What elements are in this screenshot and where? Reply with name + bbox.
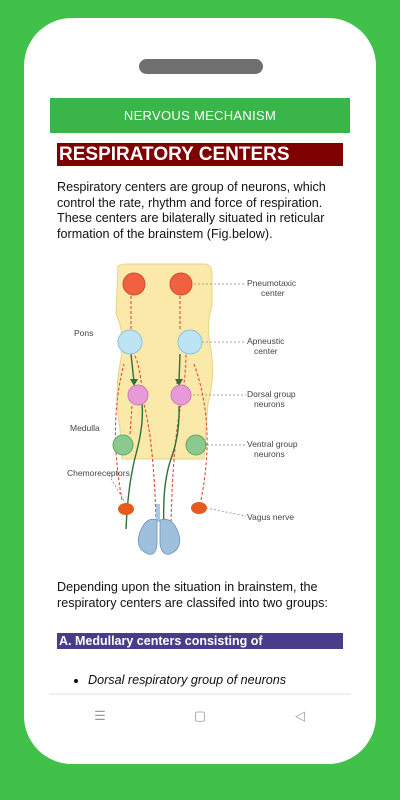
label-pons: Pons: [74, 328, 93, 338]
app-title: NERVOUS MECHANISM: [123, 108, 277, 123]
list-item: Dorsal respiratory group of neurons: [88, 673, 350, 688]
home-icon[interactable]: ▢: [193, 708, 207, 723]
dorsal-group-right: [170, 384, 192, 406]
brainstem-shape: [115, 263, 214, 460]
label-medulla: Medulla: [70, 423, 100, 433]
label-apneustic: Apneustic: [247, 336, 285, 346]
apneustic-center-right: [177, 329, 203, 355]
nav-divider: [50, 693, 350, 695]
label-ventral-2: neurons: [254, 449, 285, 459]
app-screen: NERVOUS MECHANISM RESPIRATORY CENTERS Re…: [50, 98, 350, 694]
label-ventral: Ventral group: [247, 439, 298, 449]
pneumotaxic-center-left: [122, 272, 146, 296]
label-dorsal-2: neurons: [254, 399, 285, 409]
phone-speaker: [139, 59, 263, 74]
subsection-heading: A. Medullary centers consisting of: [57, 633, 343, 649]
respiratory-centers-figure: Pneumotaxic center Apneustic center Dors…: [67, 263, 298, 555]
apneustic-center-left: [117, 329, 143, 355]
label-pneumotaxic: Pneumotaxic: [247, 278, 297, 288]
dorsal-group-left: [127, 384, 149, 406]
label-apneustic-2: center: [254, 346, 278, 356]
classification-paragraph: Depending upon the situation in brainste…: [57, 580, 328, 610]
ventral-group-left: [112, 434, 134, 456]
chemoreceptor-right: [191, 502, 207, 514]
system-nav-bar: ☰ ▢ ◁: [50, 695, 350, 737]
menu-icon[interactable]: ☰: [94, 708, 106, 723]
label-chemoreceptors: Chemoreceptors: [67, 468, 130, 478]
section-heading: RESPIRATORY CENTERS: [57, 143, 343, 166]
pneumotaxic-center-right: [169, 272, 193, 296]
label-vagus: Vagus nerve: [247, 512, 294, 522]
ventral-group-right: [185, 434, 207, 456]
label-dorsal: Dorsal group: [247, 389, 296, 399]
chemoreceptor-left: [118, 503, 134, 515]
back-icon[interactable]: ◁: [295, 708, 305, 723]
app-bar: NERVOUS MECHANISM: [50, 98, 350, 133]
intro-paragraph: Respiratory centers are group of neurons…: [57, 180, 326, 241]
label-pneumotaxic-2: center: [261, 288, 285, 298]
lungs-illustration: [137, 504, 181, 555]
center-list: Dorsal respiratory group of neurons: [50, 673, 350, 688]
